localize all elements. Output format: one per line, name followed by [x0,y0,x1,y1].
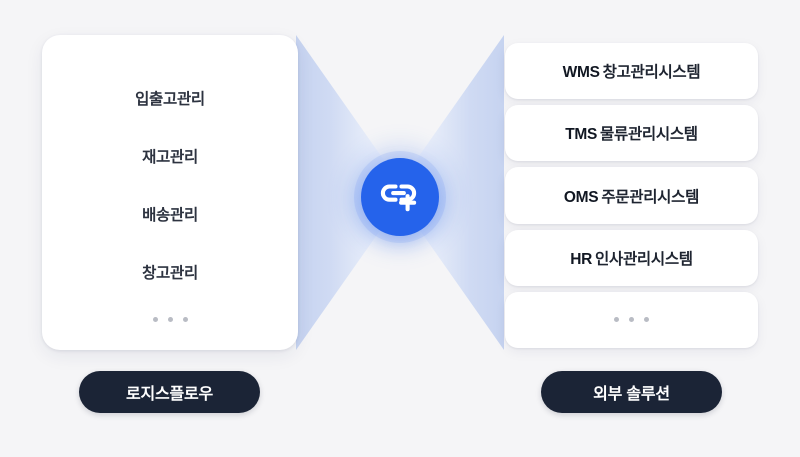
label-pill-text: 외부 솔루션 [593,386,670,403]
solution-name: 주문관리시스템 [601,188,700,206]
left-panel-item-1[interactable]: 재고관리 [142,129,198,187]
solution-list-more-dots-icon [614,317,649,323]
dot [167,317,173,322]
dot [152,317,158,322]
solution-code: OMS [563,188,599,206]
left-panel-item-label: 창고관리 [142,265,198,282]
link-plus-icon [380,181,420,213]
solution-name: 창고관리시스템 [602,64,701,82]
solution-name: 인사관리시스템 [595,250,693,268]
left-panel-item-label: 입출고관리 [135,91,205,108]
left-panel-item-label: 재고관리 [142,149,198,166]
label-pill-logisflow: 로지스플로우 [79,371,260,413]
left-panel-item-0[interactable]: 입출고관리 [135,71,205,129]
dot [182,317,188,322]
dot [614,317,619,323]
left-panel-item-3[interactable]: 창고관리 [142,245,198,303]
integration-hub-button[interactable] [361,158,439,236]
solution-card-more[interactable] [505,291,758,349]
dot [644,317,649,323]
left-panel-more-dots-icon [152,317,188,322]
left-panel-item-2[interactable]: 배송관리 [142,187,198,245]
solution-code: HR [570,250,593,268]
solution-code: WMS [562,64,600,82]
dot [629,317,634,323]
label-pill-external-solution: 외부 솔루션 [541,371,722,413]
solution-code: TMS [565,126,598,144]
solution-name: 물류관리시스템 [600,126,698,144]
label-pill-text: 로지스플로우 [125,386,214,403]
logisflow-module-panel: 입출고관리 재고관리 배송관리 창고관리 [42,35,298,350]
left-panel-item-label: 배송관리 [142,207,198,224]
